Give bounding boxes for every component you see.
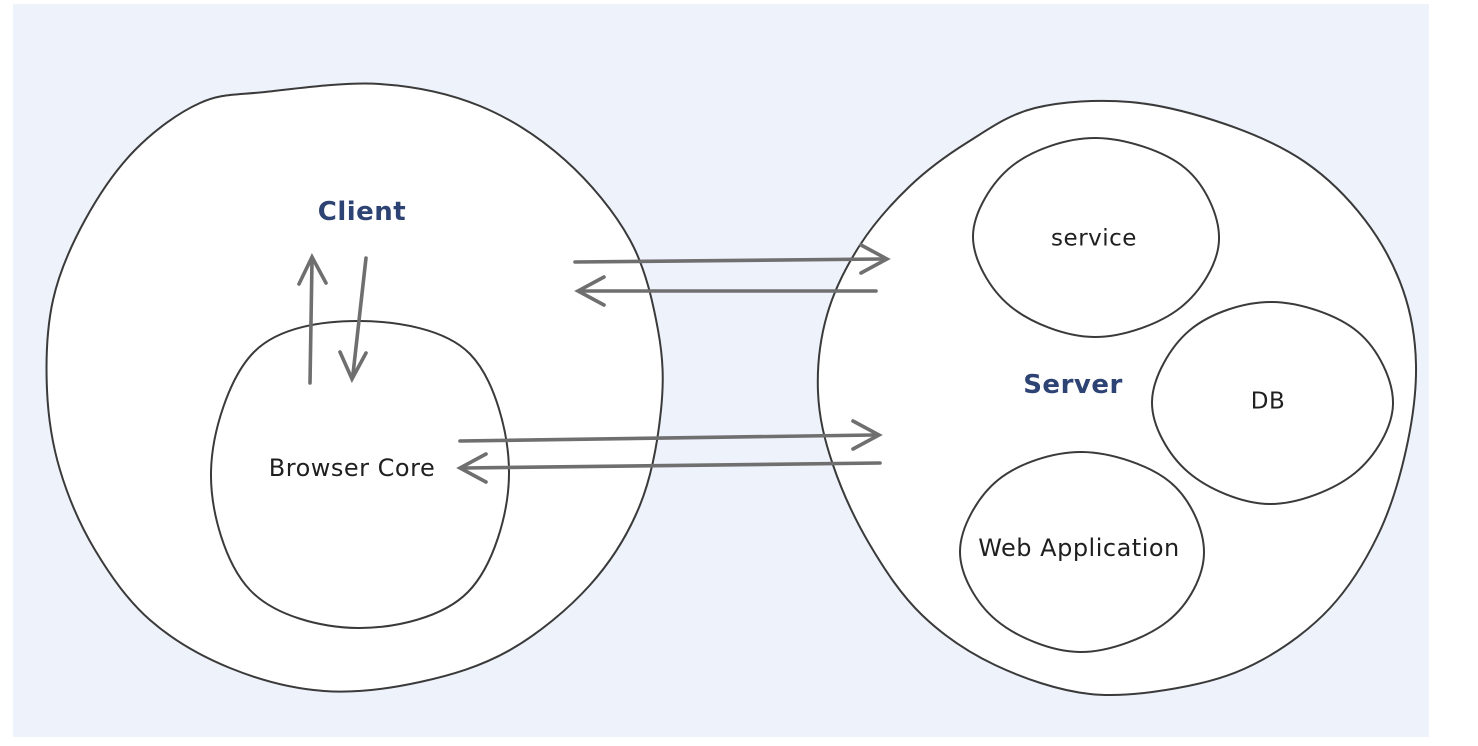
client-label: Client bbox=[317, 197, 407, 227]
right-arrowhead-icon bbox=[859, 243, 891, 275]
up-arrowhead-icon bbox=[297, 253, 328, 286]
web-application-label: Web Application bbox=[978, 534, 1180, 562]
shape-group bbox=[45, 82, 1418, 697]
right-arrowhead-icon bbox=[851, 419, 883, 451]
db-label: DB bbox=[1250, 388, 1286, 415]
arrow-client-to-browser-core bbox=[338, 256, 368, 384]
web-application-circle bbox=[958, 450, 1206, 654]
service-circle bbox=[971, 136, 1221, 339]
arrow-server-to-client bbox=[574, 275, 878, 307]
arrow-server-blob-to-browser-core bbox=[456, 452, 882, 484]
arrow-client-to-server bbox=[573, 243, 891, 275]
down-arrowhead-icon bbox=[338, 350, 368, 384]
server-label: Server bbox=[1023, 370, 1123, 400]
service-label: service bbox=[1051, 225, 1137, 252]
arrow-browser-core-to-client bbox=[297, 253, 328, 385]
db-circle bbox=[1150, 300, 1395, 506]
left-arrowhead-icon bbox=[574, 275, 606, 307]
left-arrowhead-icon bbox=[456, 452, 488, 484]
browser-core-label: Browser Core bbox=[268, 454, 436, 482]
arrow-group bbox=[297, 243, 891, 484]
browser-core-circle bbox=[209, 319, 511, 630]
arrow-browser-core-to-server-blob bbox=[458, 419, 883, 451]
